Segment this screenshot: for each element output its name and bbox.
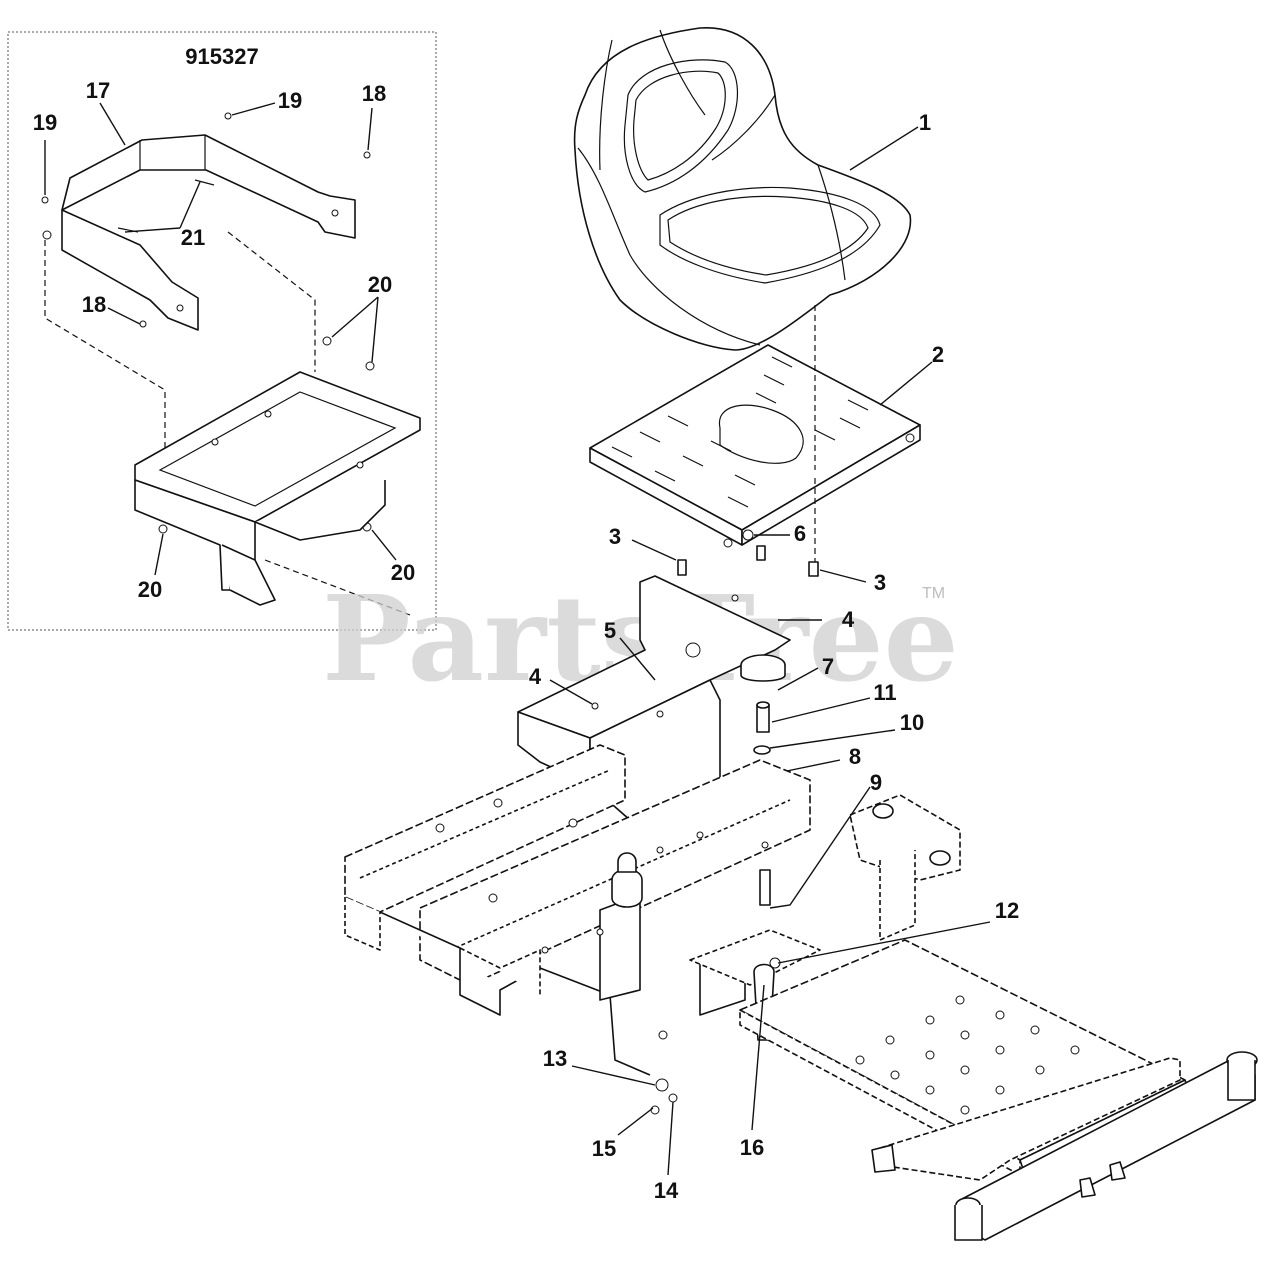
inset-frame-section — [134, 371, 421, 616]
leader-21 — [124, 181, 201, 233]
callout-15: 15 — [592, 1136, 616, 1161]
leader-3 — [631, 539, 677, 561]
callout-4: 4 — [842, 607, 855, 632]
callout-14: 14 — [654, 1178, 679, 1203]
callout-18: 18 — [362, 81, 386, 106]
leader-14 — [667, 1101, 674, 1176]
callout-1: 1 — [919, 110, 931, 135]
frame-holes — [435, 798, 769, 954]
callout-18: 18 — [82, 292, 106, 317]
deck-holes — [855, 995, 1080, 1115]
callout-8: 8 — [849, 744, 861, 769]
seat-bolts — [677, 529, 819, 577]
callout-2: 2 — [932, 342, 944, 367]
callout-20: 20 — [391, 560, 415, 585]
leader-1 — [849, 126, 919, 171]
leader-9 — [769, 786, 871, 909]
seat-plate — [589, 344, 921, 548]
callout-10: 10 — [900, 710, 924, 735]
leader-17 — [99, 102, 126, 146]
callout-20: 20 — [138, 577, 162, 602]
callout-19: 19 — [278, 88, 302, 113]
leader-13 — [571, 1065, 656, 1086]
inset-panel: 915327 — [7, 31, 437, 631]
leader-18 — [107, 307, 141, 325]
callout-12: 12 — [995, 898, 1019, 923]
inset-title: 915327 — [185, 44, 258, 69]
leader-4 — [549, 679, 593, 705]
leader-8 — [781, 759, 841, 773]
leader-19 — [231, 102, 276, 116]
leader-12 — [777, 921, 991, 964]
leader-5 — [619, 637, 656, 681]
main-frame — [344, 744, 1258, 1241]
leader-20 — [371, 529, 397, 561]
callout-11: 11 — [873, 680, 896, 705]
seat-pan-cover — [42, 134, 356, 331]
leader-10 — [769, 729, 896, 749]
alignment-line — [227, 231, 316, 372]
callout-6: 6 — [794, 521, 806, 546]
leader-20 — [331, 296, 379, 363]
callout-19: 19 — [33, 110, 57, 135]
callout-13: 13 — [543, 1046, 567, 1071]
callout-5: 5 — [604, 618, 616, 643]
leader-16 — [751, 984, 765, 1131]
callout-9: 9 — [870, 770, 882, 795]
callout-17: 17 — [86, 78, 110, 103]
callout-16: 16 — [740, 1135, 764, 1160]
seat — [573, 27, 912, 351]
leader-11 — [771, 697, 871, 723]
plate-slots — [611, 356, 869, 508]
callout-21: 21 — [181, 225, 205, 250]
leader-20 — [154, 533, 164, 576]
callout-7: 7 — [822, 654, 834, 679]
leader-15 — [617, 1107, 654, 1136]
callout-20: 20 — [368, 272, 392, 297]
leader-18 — [367, 107, 373, 151]
leader-2 — [879, 361, 933, 406]
callout-3: 3 — [874, 570, 886, 595]
callout-3: 3 — [609, 524, 621, 549]
leader-3 — [819, 569, 867, 583]
callout-4: 4 — [529, 664, 542, 689]
leader-7 — [777, 667, 819, 691]
watermark-trademark: TM — [922, 585, 945, 602]
